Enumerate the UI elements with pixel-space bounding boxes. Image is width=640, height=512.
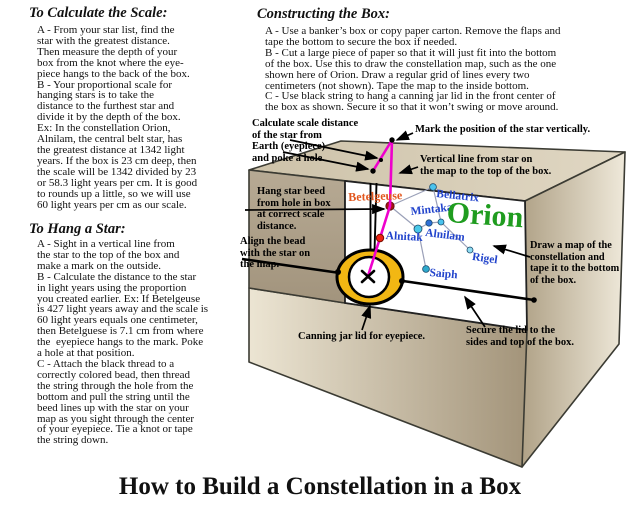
right-column: Constructing the Box: A - Use a banker’s…: [257, 6, 639, 113]
body-constructing-box: A - Use a banker’s box or copy paper car…: [265, 25, 561, 114]
label-hang-star-bead: Hang star beed from hole in box at corre…: [257, 186, 331, 232]
arrow-calc-1: [289, 139, 379, 161]
label-align-bead: Align the bead with the star on the map.: [240, 236, 311, 271]
eyepiece-center-x: [360, 269, 376, 284]
constellation-title-orion: Orion: [445, 196, 525, 235]
right-wall-knot-dot: [531, 297, 537, 303]
heading-hang-a-star: To Hang a Star:: [29, 221, 126, 237]
sight-thread: [366, 138, 394, 278]
hanging-string-right: [373, 182, 378, 253]
box-right-face: [521, 151, 626, 468]
star-dot-mintaka: [437, 218, 445, 226]
poked-hole-dot: [370, 168, 376, 174]
star-label-alnitak: Alnitak: [385, 230, 424, 244]
body-hang-a-star: A - Sight in a vertical line from the st…: [37, 238, 209, 447]
arrow-draw: [492, 244, 531, 258]
star-dot-alnitak: [413, 224, 423, 234]
star-dot-bellatrix: [429, 183, 437, 191]
marks-and-bead: [360, 137, 537, 303]
string-attach-right: [399, 278, 405, 284]
thread-lines: [366, 138, 394, 278]
label-vertical-line: Vertical line from star on the map to th…: [420, 154, 552, 177]
arrow-canning: [361, 304, 372, 331]
left-column: To Calculate the Scale: A - From your st…: [29, 5, 239, 210]
label-draw-map: Draw a map of the constellation and tape…: [530, 240, 620, 286]
arrow-hang: [244, 203, 386, 215]
heading-constructing-box: Constructing the Box:: [257, 6, 390, 22]
label-secure-lid: Secure the lid to the sides and top of t…: [466, 325, 574, 348]
callout-arrows: [244, 130, 531, 331]
lid-strings: [241, 182, 535, 302]
label-calculate-scale-distance: Calculate scale distance of the star fro…: [252, 118, 359, 164]
page-title: How to Build a Constellation in a Box: [118, 473, 522, 500]
star-dot-alnilam: [425, 219, 433, 227]
star-dot-rigel: [466, 246, 474, 254]
star-dot-saiph: [422, 265, 430, 273]
star-label-betelgeuse: Betelgeuse: [348, 188, 403, 204]
arrow-secure: [464, 295, 486, 328]
mid-measure-dot: [379, 158, 383, 162]
arrow-calc-2: [282, 151, 370, 172]
secure-string-right: [402, 279, 535, 302]
label-canning-jar-lid: Canning jar lid for eyepiece.: [298, 331, 426, 342]
arrow-mark: [395, 130, 414, 141]
heading-calculate-scale: To Calculate the Scale:: [29, 5, 168, 21]
body-calculate-scale: A - From your star list, find the star w…: [37, 24, 198, 211]
star-bead: [375, 233, 385, 243]
scale-distance-thread: [371, 138, 394, 173]
label-mark-star-position: Mark the position of the star vertically…: [415, 124, 591, 135]
string-attach-left: [335, 269, 341, 275]
arrow-vertical: [398, 164, 419, 175]
secure-string-left: [241, 257, 341, 275]
star-label-saiph: Saiph: [428, 267, 459, 282]
star-mark-dot: [389, 137, 395, 143]
